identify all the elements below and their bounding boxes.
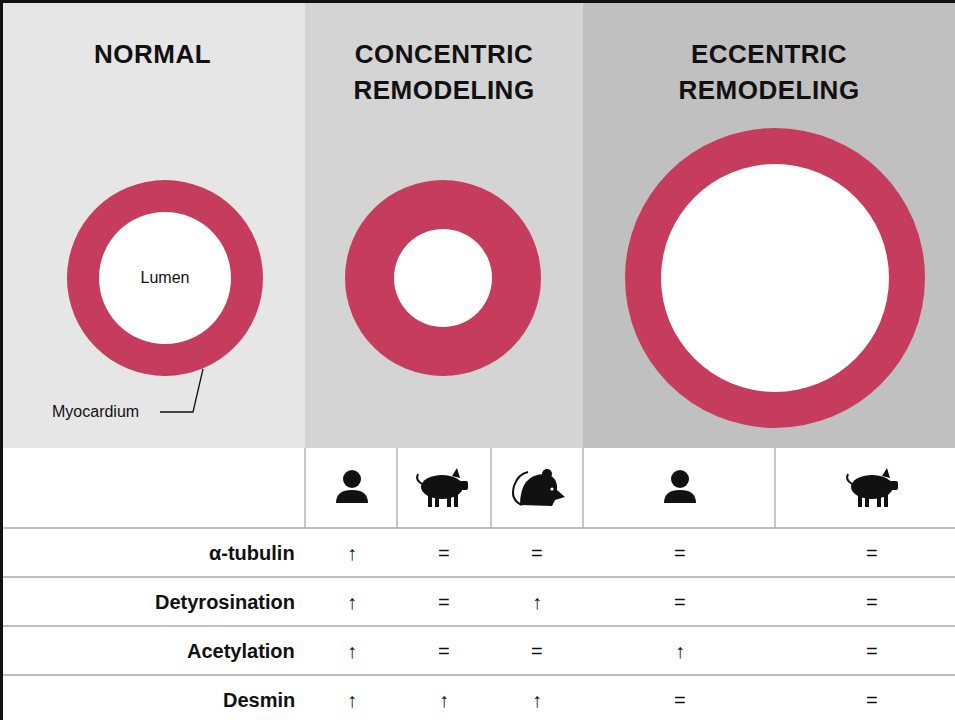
table-cell: = [866, 639, 878, 663]
lumen-label: Lumen [141, 269, 190, 287]
table-cell: = [674, 541, 686, 565]
table-cell: ↑ [675, 639, 685, 663]
table-cell: ↑ [347, 688, 357, 712]
row-header: Detyrosination [155, 590, 295, 614]
table-cell: ↑ [347, 541, 357, 565]
panel-heading: NORMAL [28, 36, 278, 72]
panel-heading: ECCENTRIC REMODELING [644, 36, 894, 108]
table-cell: = [438, 541, 450, 565]
panel-band: ECCENTRIC REMODELING [583, 0, 955, 448]
panel-band: NORMAL Lumen [0, 0, 305, 448]
table-cell: ↑ [532, 590, 542, 614]
table-cell: = [866, 688, 878, 712]
table-cell: = [438, 590, 450, 614]
row-header: α-tubulin [209, 541, 295, 565]
table-cell: = [438, 639, 450, 663]
row-header: Acetylation [187, 639, 295, 663]
panel-band: CONCENTRIC REMODELING [305, 0, 583, 448]
part-label: Myocardium [52, 400, 139, 424]
table-cell: = [531, 639, 543, 663]
table-cell: ↑ [347, 590, 357, 614]
table-cell: ↑ [439, 688, 449, 712]
table-cell: = [674, 688, 686, 712]
table-cell: = [531, 541, 543, 565]
table-cell: ↑ [347, 639, 357, 663]
panel-heading: CONCENTRIC REMODELING [319, 36, 569, 108]
table-cell: = [866, 590, 878, 614]
table-cell: ↑ [532, 688, 542, 712]
row-header: Desmin [223, 688, 295, 712]
table-cell: = [674, 590, 686, 614]
table-cell: = [866, 541, 878, 565]
lumen-circle: Lumen [99, 212, 231, 344]
